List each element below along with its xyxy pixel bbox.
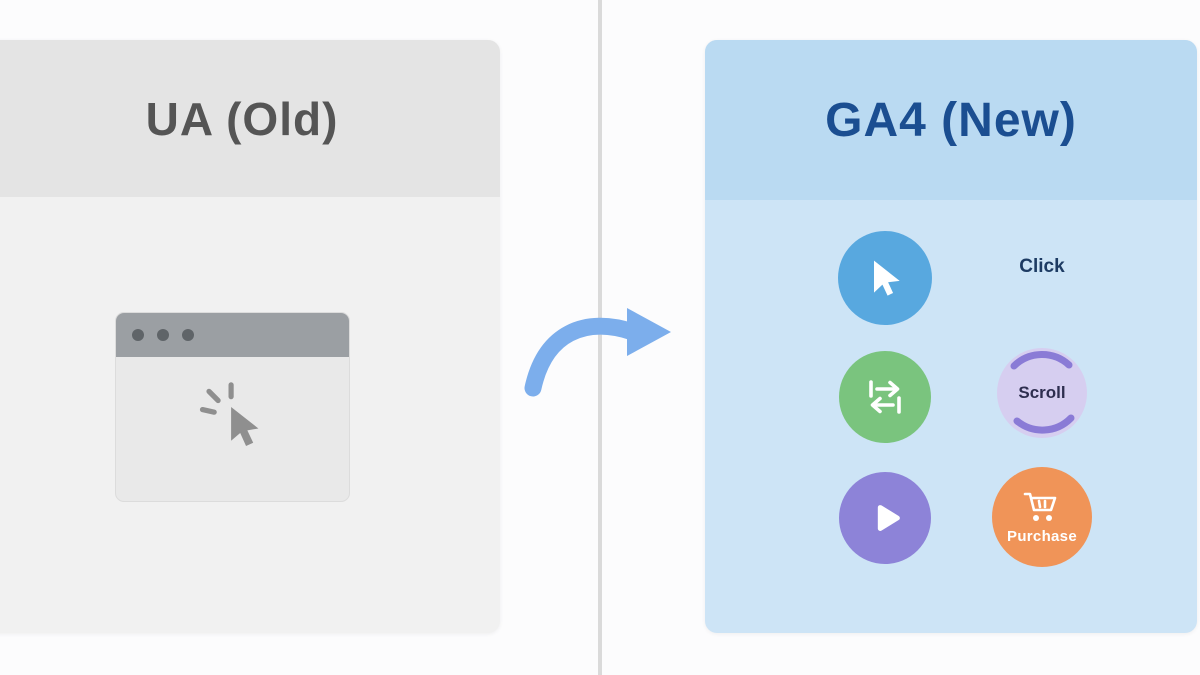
cursor-click-icon bbox=[199, 382, 259, 446]
ga4-new-card: GA4 (New) Click Scroll bbox=[705, 40, 1197, 633]
ua-old-title: UA (Old) bbox=[145, 92, 339, 145]
ga4-new-header: GA4 (New) bbox=[705, 40, 1197, 200]
swap-arrows-icon bbox=[869, 380, 901, 414]
browser-titlebar bbox=[116, 313, 349, 357]
click-event-badge bbox=[838, 231, 932, 325]
scroll-label: Scroll bbox=[1018, 383, 1066, 402]
play-icon bbox=[877, 505, 900, 531]
browser-window-icon bbox=[115, 312, 350, 502]
click-label: Click bbox=[1019, 256, 1065, 277]
window-dot-icon bbox=[157, 329, 169, 341]
cursor-icon bbox=[874, 260, 900, 296]
divider-line bbox=[598, 0, 602, 675]
purchase-event-badge: Purchase bbox=[992, 467, 1092, 567]
ga4-new-title: GA4 (New) bbox=[825, 93, 1077, 147]
scroll-arcs-icon bbox=[1010, 351, 1075, 434]
play-event-badge bbox=[839, 472, 931, 564]
ua-old-card: UA (Old) bbox=[0, 40, 500, 633]
ua-old-header: UA (Old) bbox=[0, 40, 500, 197]
swap-event-badge bbox=[839, 351, 931, 443]
scroll-event-badge: Scroll bbox=[997, 348, 1087, 438]
window-dot-icon bbox=[132, 329, 144, 341]
curved-right-arrow-icon bbox=[524, 308, 671, 397]
window-dot-icon bbox=[182, 329, 194, 341]
cart-icon bbox=[1023, 492, 1057, 521]
purchase-label: Purchase bbox=[1007, 527, 1077, 545]
